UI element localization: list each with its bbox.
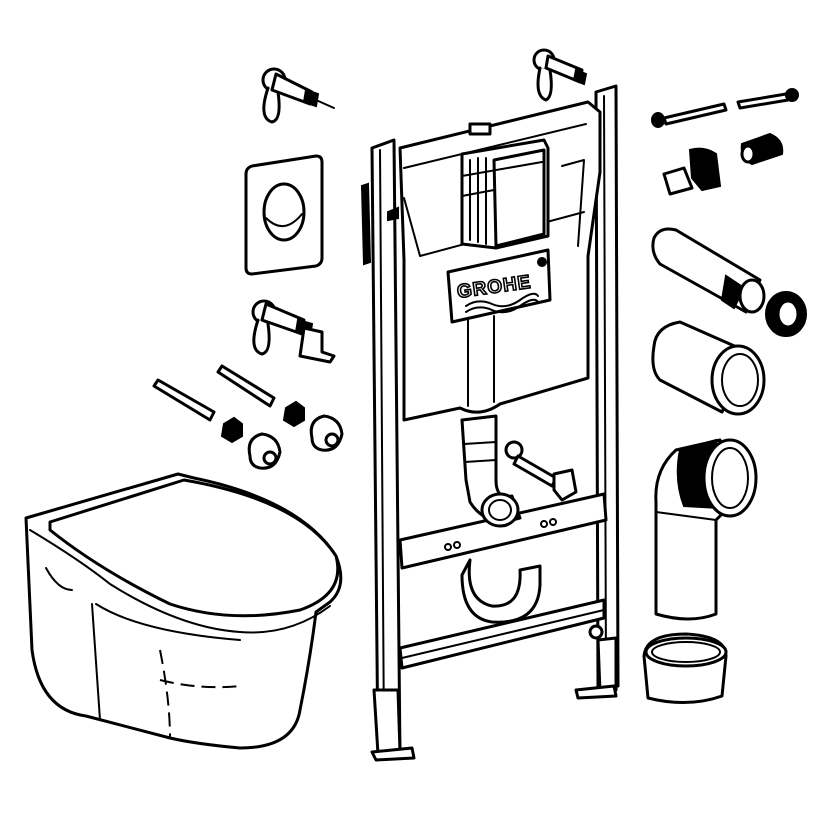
internal-flush-bend bbox=[460, 414, 522, 528]
connector-fitting bbox=[740, 132, 784, 166]
wc-bowl bbox=[24, 472, 343, 750]
internal-supply-valve bbox=[504, 440, 578, 502]
flush-connector bbox=[651, 320, 766, 416]
wall-bracket-frame-top bbox=[532, 48, 588, 102]
hex-nuts bbox=[220, 400, 305, 444]
installation-frame bbox=[360, 84, 620, 762]
threaded-rods bbox=[152, 364, 276, 422]
supply-hose bbox=[651, 88, 799, 128]
cistern: GROHE bbox=[398, 100, 602, 422]
drain-bend bbox=[654, 438, 758, 621]
wall-bracket-left-top bbox=[261, 67, 335, 124]
wall-bracket-left-mid bbox=[251, 299, 336, 364]
flush-pipe bbox=[651, 227, 766, 314]
cover-caps bbox=[247, 414, 344, 470]
seal-ring bbox=[765, 291, 807, 337]
flush-plate bbox=[244, 154, 324, 276]
angle-valve bbox=[662, 147, 722, 196]
drain-reducer bbox=[642, 632, 728, 705]
